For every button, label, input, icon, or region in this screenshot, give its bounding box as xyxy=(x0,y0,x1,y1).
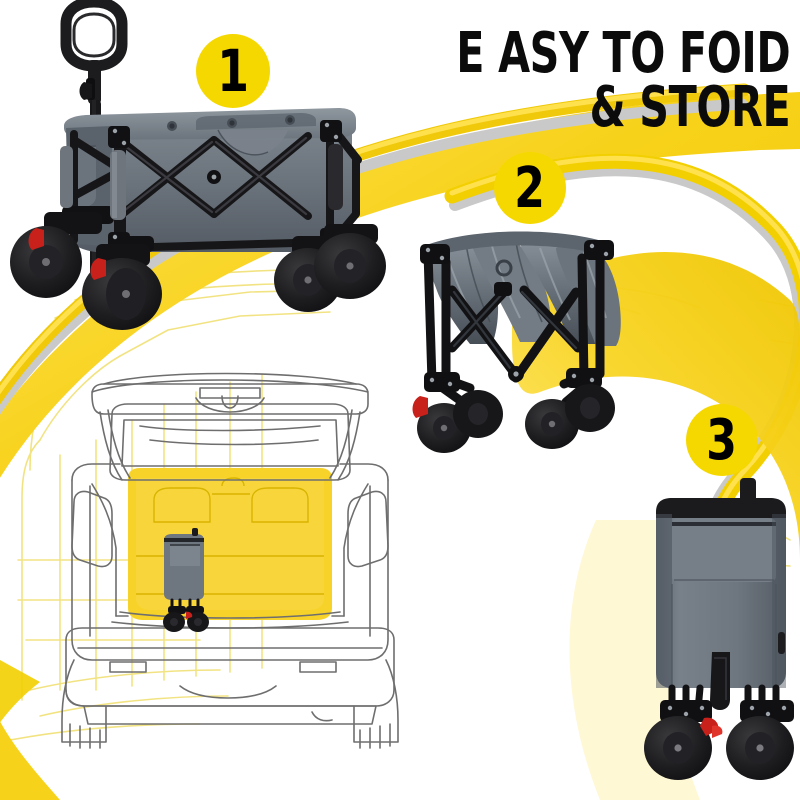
step-badge-3-number: 3 xyxy=(706,407,738,473)
folded-upright-wheels xyxy=(644,716,794,780)
headline-line-1: E ASY TO FOID xyxy=(456,21,790,86)
step-badge-1: 1 xyxy=(196,34,270,108)
step-badge-1-number: 1 xyxy=(217,37,249,105)
step-badge-2-number: 2 xyxy=(514,155,546,221)
wagon-wheels xyxy=(10,212,386,330)
folded-handle-stub xyxy=(740,478,756,504)
step-badge-3: 3 xyxy=(686,404,758,476)
wagon-frame-hilite xyxy=(118,136,308,216)
headline: E ASY TO FOID & STORE xyxy=(383,21,790,140)
headline-line-2: & STORE xyxy=(589,74,790,140)
carry-strap xyxy=(710,652,730,710)
wagon-struts xyxy=(60,144,343,220)
folded-wheels xyxy=(412,384,615,453)
step-badge-2: 2 xyxy=(494,152,566,224)
